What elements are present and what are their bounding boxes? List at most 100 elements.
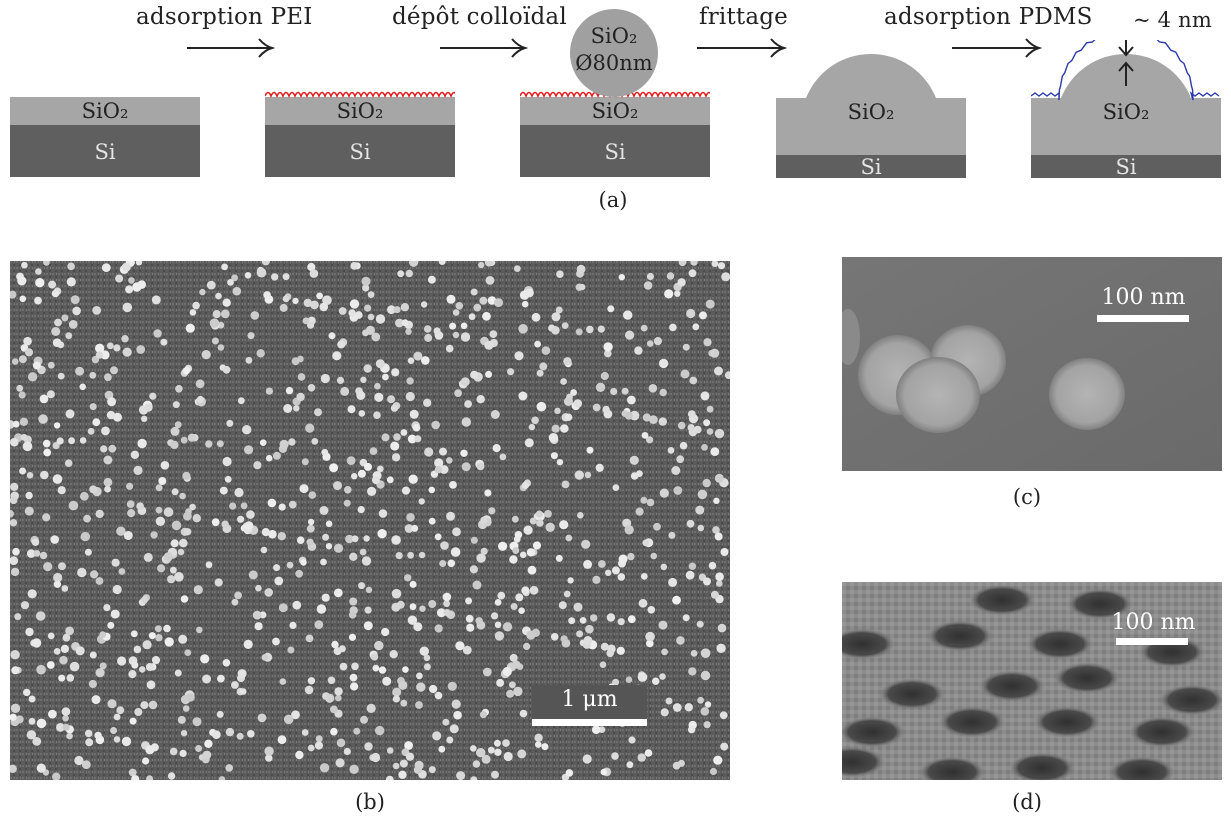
sem-particle	[10, 496, 18, 505]
sem-particle	[282, 273, 290, 281]
sem-particle	[412, 423, 421, 432]
sem-particle	[169, 747, 178, 756]
sem-particle	[405, 391, 415, 402]
sem-particle	[315, 735, 323, 743]
sem-particle	[365, 586, 373, 594]
sem-particle	[367, 291, 375, 298]
sem-particle	[689, 376, 698, 385]
sem-particle	[716, 643, 726, 653]
sem-particle	[668, 531, 676, 539]
sem-particle	[605, 569, 612, 576]
sem-particle	[339, 662, 348, 671]
sem-particle	[319, 763, 330, 773]
sem-particle	[640, 324, 648, 332]
sem-particle	[46, 390, 55, 399]
sem-particle	[628, 736, 636, 744]
sem-particle	[178, 634, 188, 644]
sem-particle	[361, 556, 372, 566]
sem-particle	[40, 470, 49, 480]
sem-particle	[306, 524, 315, 533]
sem-particle	[413, 765, 422, 774]
sem-particle	[362, 284, 370, 292]
sem-particle	[301, 729, 309, 736]
sem-particle	[351, 662, 359, 671]
sem-particle	[179, 492, 186, 500]
sem-particle	[19, 417, 29, 426]
sem-particle	[299, 484, 309, 494]
sem-particle	[333, 543, 344, 553]
sem-particle	[713, 497, 720, 504]
sem-particle	[215, 292, 222, 300]
sem-particle	[406, 377, 414, 385]
sem-particle	[719, 711, 728, 720]
sem-particle	[700, 391, 710, 401]
sem-particle	[364, 462, 372, 471]
sem-particle	[130, 450, 140, 459]
sem-particle	[600, 768, 608, 776]
sem-particle	[479, 711, 487, 719]
sem-particle	[25, 627, 34, 637]
sem-particle	[239, 688, 247, 695]
sem-particle	[392, 695, 400, 703]
sem-particle	[443, 600, 450, 608]
sem-particle	[305, 423, 315, 433]
sem-particle	[382, 373, 389, 381]
sem-particle	[330, 727, 338, 736]
sem-particle	[603, 342, 613, 352]
sem-particle	[331, 640, 339, 649]
sem-particle	[592, 575, 601, 584]
sem-particle	[51, 289, 60, 298]
sem-particle	[404, 741, 413, 750]
sem-hole	[938, 706, 1006, 738]
sem-particle	[404, 574, 412, 582]
sem-particle	[598, 560, 606, 568]
sem-particle	[686, 519, 695, 528]
sem-particle	[171, 488, 179, 496]
sem-particle	[374, 392, 384, 402]
sem-particle	[634, 346, 643, 355]
sem-particle	[155, 516, 166, 526]
sem-particle	[301, 458, 309, 466]
sem-particle	[623, 310, 633, 320]
sem-particle	[473, 303, 482, 312]
sem-particle	[95, 509, 104, 519]
sem-particle	[146, 775, 154, 780]
sem-particle	[509, 681, 516, 689]
oxide-layer	[265, 97, 455, 125]
silica-particle	[570, 9, 658, 97]
arrow-right-icon	[440, 38, 528, 58]
sem-particle	[556, 270, 564, 278]
sem-particle	[514, 351, 524, 361]
sem-particle	[202, 750, 212, 760]
caption-b: (b)	[355, 790, 385, 814]
sem-particle	[465, 614, 474, 623]
sem-hole	[1033, 706, 1101, 738]
sem-particle	[19, 467, 27, 475]
sem-particle	[724, 371, 730, 380]
sem-particle	[439, 560, 447, 567]
sem-particle	[453, 710, 462, 720]
sem-particle	[348, 611, 357, 619]
sem-particle	[151, 656, 161, 665]
sem-particle	[58, 674, 66, 682]
sem-particle	[122, 302, 133, 313]
sem-particle	[64, 459, 73, 467]
scale-bar-label: 1 μm	[561, 687, 618, 712]
sem-particle	[660, 708, 669, 717]
sem-particle	[390, 404, 399, 412]
sem-particle	[348, 633, 357, 641]
sem-particle	[669, 323, 677, 332]
sem-particle	[94, 731, 102, 740]
sem-particle	[18, 355, 27, 364]
sem-particle	[550, 633, 559, 641]
sem-hole	[1158, 684, 1222, 716]
sem-particle	[79, 491, 89, 501]
sem-particle	[39, 551, 48, 560]
sem-particle	[325, 693, 335, 703]
sem-particle	[167, 772, 176, 780]
sem-particle	[434, 465, 443, 474]
sem-particle	[367, 486, 377, 496]
sem-particle	[348, 309, 356, 317]
sem-particle	[101, 426, 110, 436]
sem-particle	[565, 769, 574, 777]
